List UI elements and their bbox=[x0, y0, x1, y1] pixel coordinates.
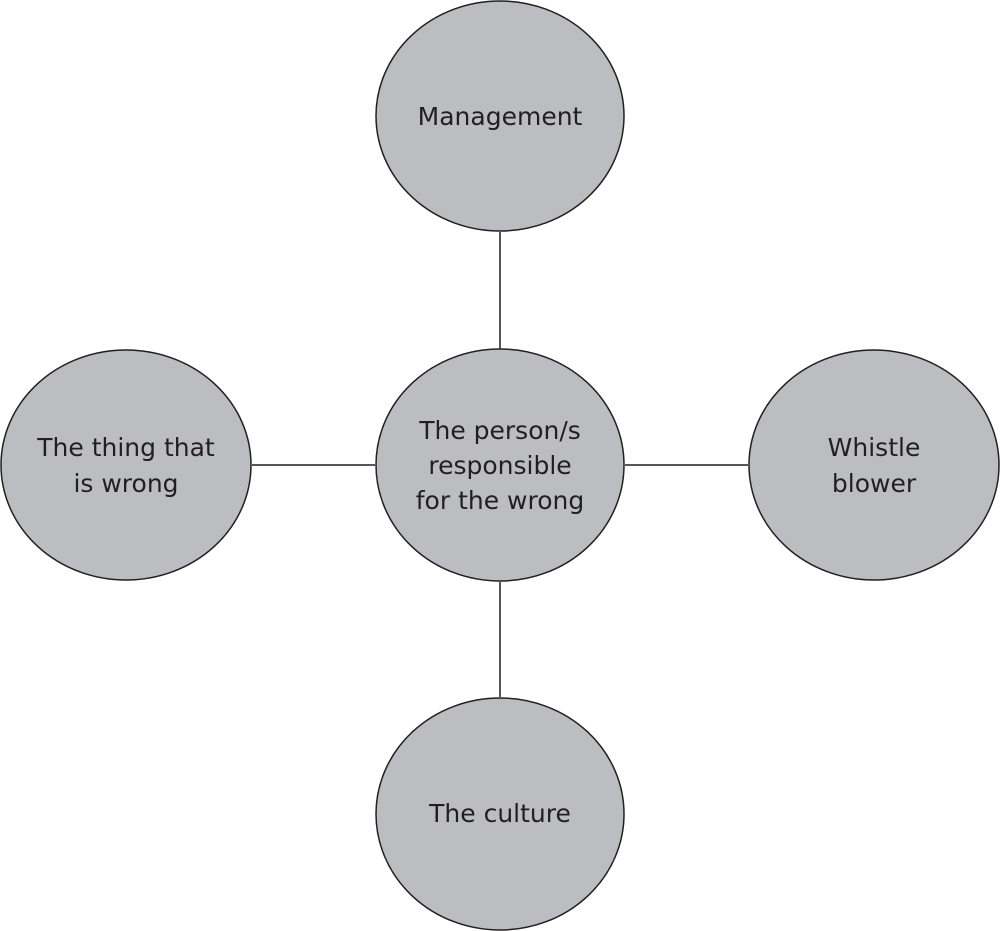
node-label: for the wrong bbox=[416, 486, 584, 515]
node-label: The culture bbox=[428, 799, 571, 828]
node-label: The person/s bbox=[418, 416, 581, 445]
node-whistle-blower: Whistle blower bbox=[748, 349, 1000, 581]
node-label: Whistle bbox=[828, 433, 921, 462]
node-thing-wrong: The thing that is wrong bbox=[0, 349, 252, 581]
node-label: Management bbox=[418, 102, 583, 131]
node-culture: The culture bbox=[375, 697, 625, 931]
node-label: is wrong bbox=[73, 469, 178, 498]
node-label: The thing that bbox=[36, 433, 215, 462]
node-responsible-person: The person/s responsible for the wrong bbox=[375, 348, 625, 582]
node-management: Management bbox=[375, 0, 625, 232]
node-label: blower bbox=[832, 469, 917, 498]
node-label: responsible bbox=[428, 451, 571, 480]
